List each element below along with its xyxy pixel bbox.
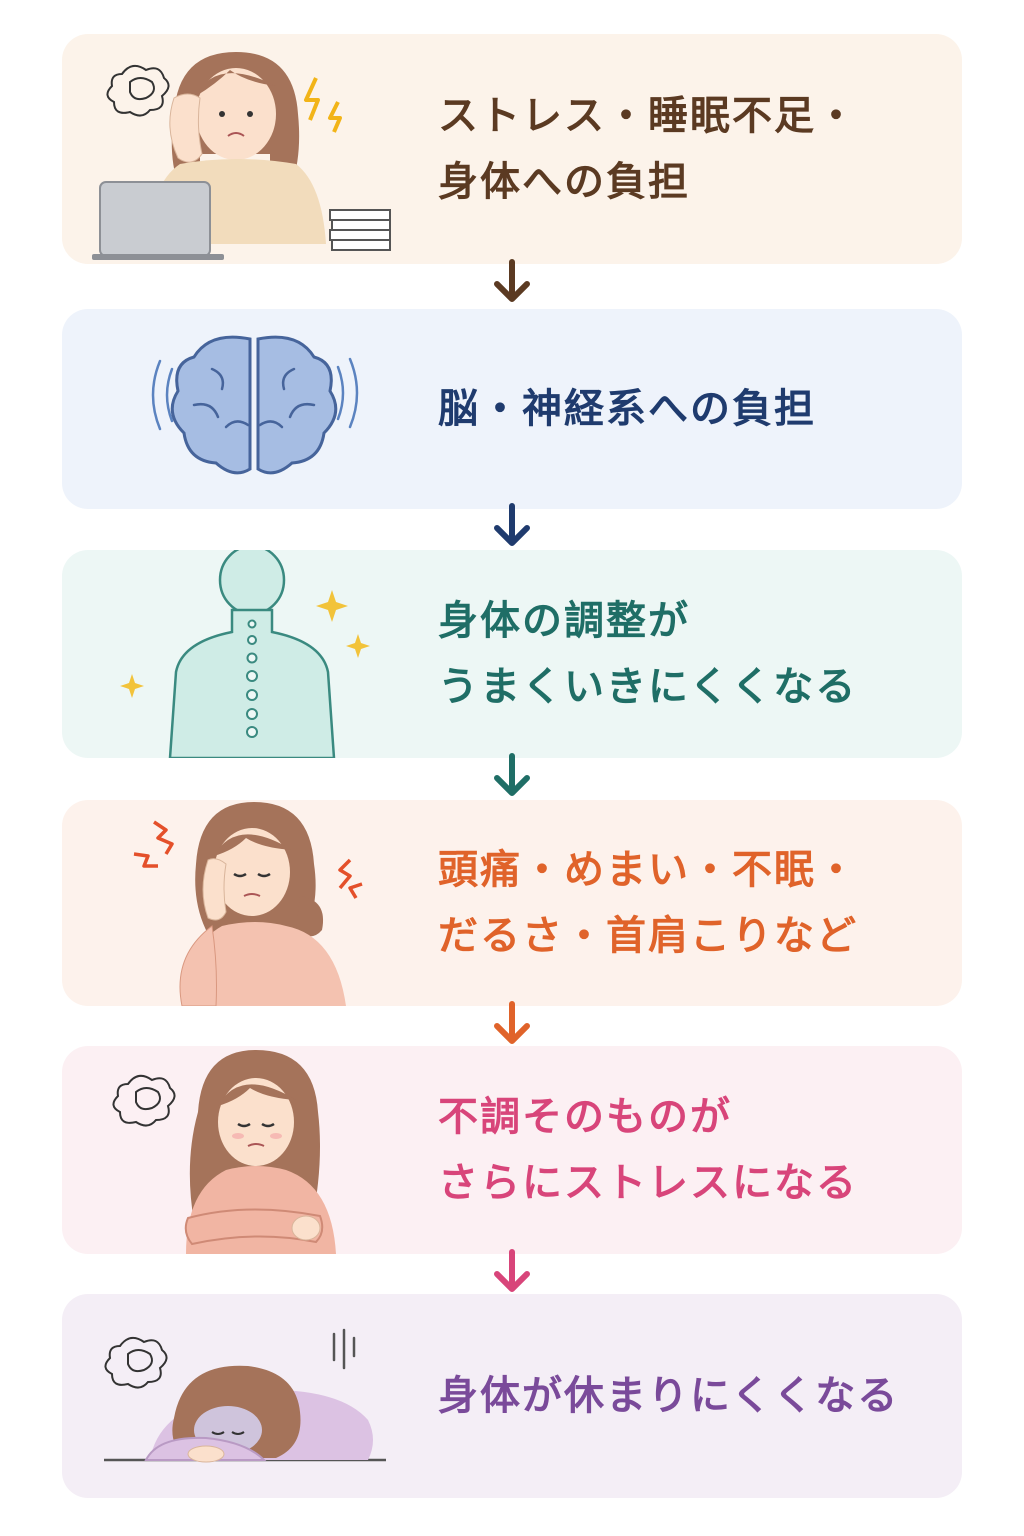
step-line: だるさ・首肩こりなど <box>438 913 858 959</box>
step-card-brain: 脳・神経系への負担 <box>62 309 962 509</box>
arrow-down-icon <box>494 503 530 546</box>
step-text: 不調そのものが さらにストレスになる <box>438 1084 858 1216</box>
brain-icon <box>151 335 359 475</box>
step-line: 身体への負担 <box>438 159 690 205</box>
step-line: 身体が休まりにくくなる <box>438 1373 900 1419</box>
step-card-symptoms: 頭痛・めまい・不眠・ だるさ・首肩こりなど <box>62 800 962 1006</box>
step-line: 身体の調整が <box>438 598 690 644</box>
step-text: 脳・神経系への負担 <box>438 376 816 442</box>
step-text: 身体の調整が うまくいきにくくなる <box>438 588 857 720</box>
exhausted-woman-on-desk-icon <box>104 1328 386 1463</box>
step-line: 頭痛・めまい・不眠・ <box>438 847 858 893</box>
step-card-body-adjust: 身体の調整が うまくいきにくくなる <box>62 550 962 758</box>
step-line: 不調そのものが <box>438 1094 732 1140</box>
headache-woman-icon <box>133 802 363 1006</box>
step-line: さらにストレスになる <box>438 1160 858 1206</box>
arrow-down-icon <box>494 1001 530 1044</box>
step-line: ストレス・睡眠不足・ <box>438 93 858 139</box>
arrow-down-icon <box>494 259 530 302</box>
stressed-woman-at-laptop-icon <box>92 52 391 260</box>
arrow-down-icon <box>494 1249 530 1292</box>
step-text: ストレス・睡眠不足・ 身体への負担 <box>438 83 858 215</box>
step-text: 身体が休まりにくくなる <box>438 1363 899 1429</box>
step-card-no-rest: 身体が休まりにくくなる <box>62 1294 962 1498</box>
worried-woman-hugging-icon <box>112 1050 336 1254</box>
step-card-stress: ストレス・睡眠不足・ 身体への負担 <box>62 34 962 264</box>
spine-back-icon <box>120 550 370 758</box>
step-line: 脳・神経系への負担 <box>438 386 816 432</box>
step-line: うまくいきにくくなる <box>438 664 858 710</box>
step-card-more-stress: 不調そのものが さらにストレスになる <box>62 1046 962 1254</box>
arrow-down-icon <box>494 753 530 796</box>
step-text: 頭痛・めまい・不眠・ だるさ・首肩こりなど <box>438 837 858 969</box>
